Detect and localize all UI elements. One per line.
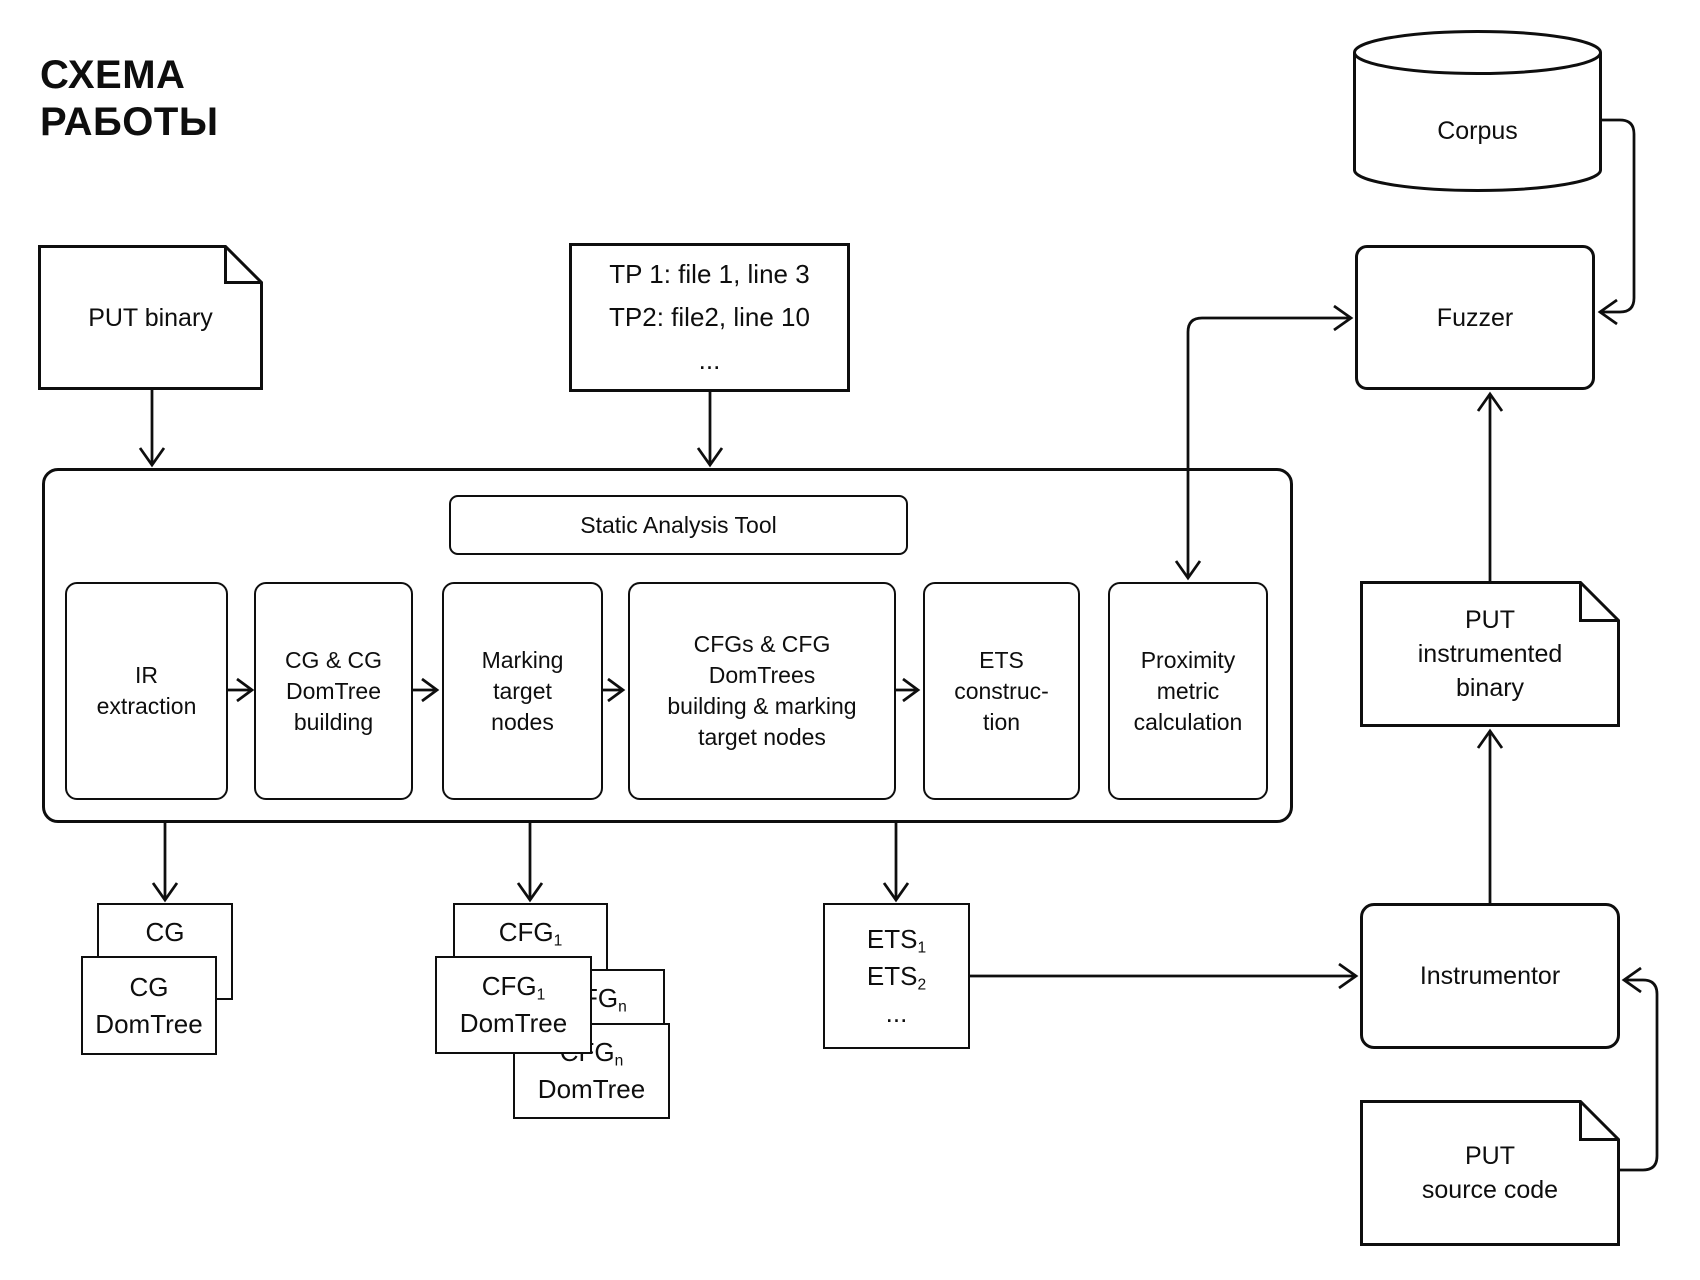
static-analysis-tool-label: Static Analysis Tool	[580, 511, 777, 538]
arrow-sat-to-cfg	[516, 823, 544, 903]
arrow-cfgs-to-ets-construction	[896, 677, 921, 703]
put-binary-document: PUT binary	[38, 245, 263, 390]
arrow-put-binary-to-sat	[138, 390, 166, 468]
connector-put-source-to-instrumentor	[1620, 966, 1659, 1172]
static-analysis-tool-title: Static Analysis Tool	[449, 495, 908, 555]
corpus-label: Corpus	[1437, 116, 1518, 145]
document-shape	[38, 245, 263, 390]
arrow-put-instrumented-to-fuzzer	[1476, 391, 1504, 581]
static-analysis-tool-container	[42, 468, 1293, 823]
arrow-sat-to-ets	[882, 823, 910, 903]
page-title: СХЕМА РАБОТЫ	[40, 52, 219, 146]
fuzzer-box: Fuzzer	[1355, 245, 1595, 390]
cfgn-domtree-label: CFGnDomTree	[537, 1037, 646, 1104]
put-binary-label: PUT binary	[88, 303, 213, 332]
cg-label: CG	[145, 917, 185, 947]
folded-corner	[1579, 1101, 1619, 1141]
arrow-cg-building-to-marking	[413, 677, 440, 703]
instrumentor-box: Instrumentor	[1360, 903, 1620, 1049]
arrow-sat-to-cg	[151, 823, 179, 903]
folded-corner	[1579, 582, 1619, 622]
arrow-target-points-to-sat	[696, 392, 724, 468]
arrow-marking-to-cfgs	[603, 677, 626, 703]
instrumentor-label: Instrumentor	[1419, 962, 1561, 990]
folded-corner	[224, 246, 262, 284]
arrow-ir-to-cg-building	[228, 677, 255, 703]
fuzzer-label: Fuzzer	[1436, 303, 1514, 332]
arrow-instrumentor-to-put-instrumented	[1476, 728, 1504, 903]
arrow-ets-to-instrumentor	[970, 962, 1359, 990]
connector-corpus-to-fuzzer	[1597, 118, 1636, 326]
page-title-line2: РАБОТЫ	[40, 100, 219, 144]
cylinder-shape	[1353, 30, 1602, 192]
cfg1-label: CFG1	[498, 917, 563, 950]
document-shape	[1360, 581, 1620, 727]
corpus-database: Corpus	[1353, 30, 1602, 195]
document-shape	[1360, 1100, 1620, 1246]
page-title-line1: СХЕМА	[40, 53, 186, 97]
connector-fuzzer-proximity	[1174, 304, 1354, 581]
